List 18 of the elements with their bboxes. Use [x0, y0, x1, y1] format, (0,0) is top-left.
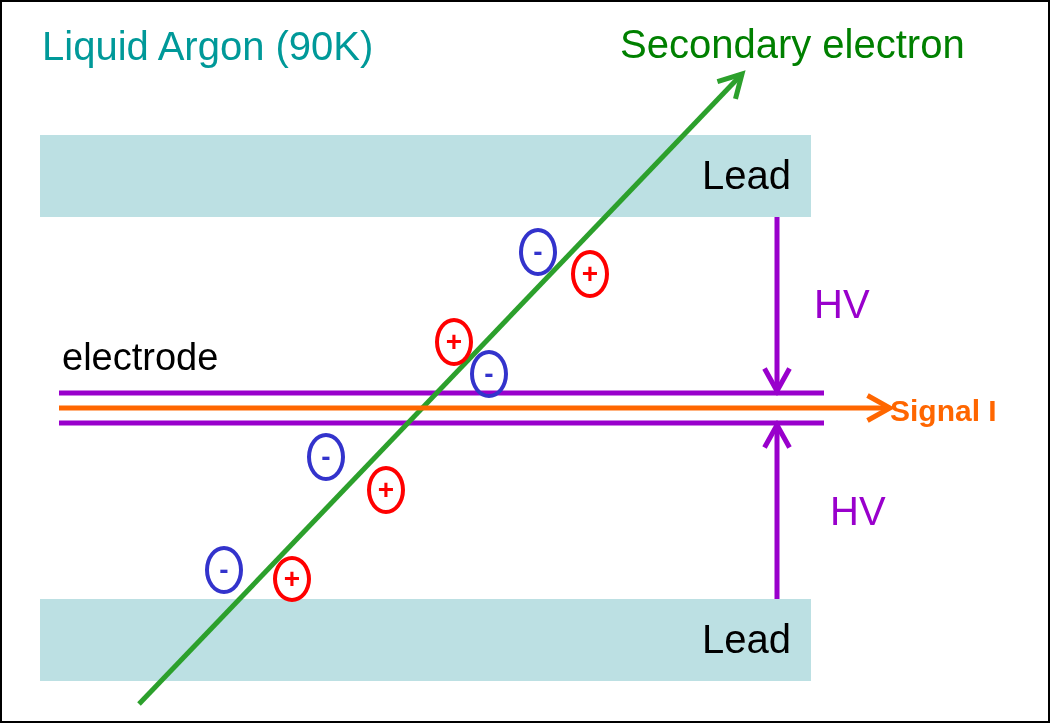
arrow	[59, 393, 893, 423]
arrow	[762, 217, 792, 394]
arrow	[762, 422, 792, 599]
signal-label: Signal I	[890, 390, 1040, 434]
positive-charge: +	[435, 318, 473, 366]
electrode-label: electrode	[62, 336, 219, 379]
positive-charge: +	[571, 250, 609, 298]
negative-charge: -	[307, 433, 345, 481]
particle-track-arrow	[137, 71, 745, 706]
lead-plate	[40, 599, 811, 681]
annotation-label: Secondary electron	[620, 22, 1038, 74]
plate-label: Lead	[702, 617, 791, 662]
negative-charge: -	[205, 546, 243, 594]
title: Liquid Argon (90K)	[42, 24, 374, 69]
plate-label: Lead	[702, 153, 791, 198]
lead-plate	[40, 135, 811, 217]
negative-charge: -	[519, 228, 557, 276]
positive-charge: +	[367, 466, 405, 514]
